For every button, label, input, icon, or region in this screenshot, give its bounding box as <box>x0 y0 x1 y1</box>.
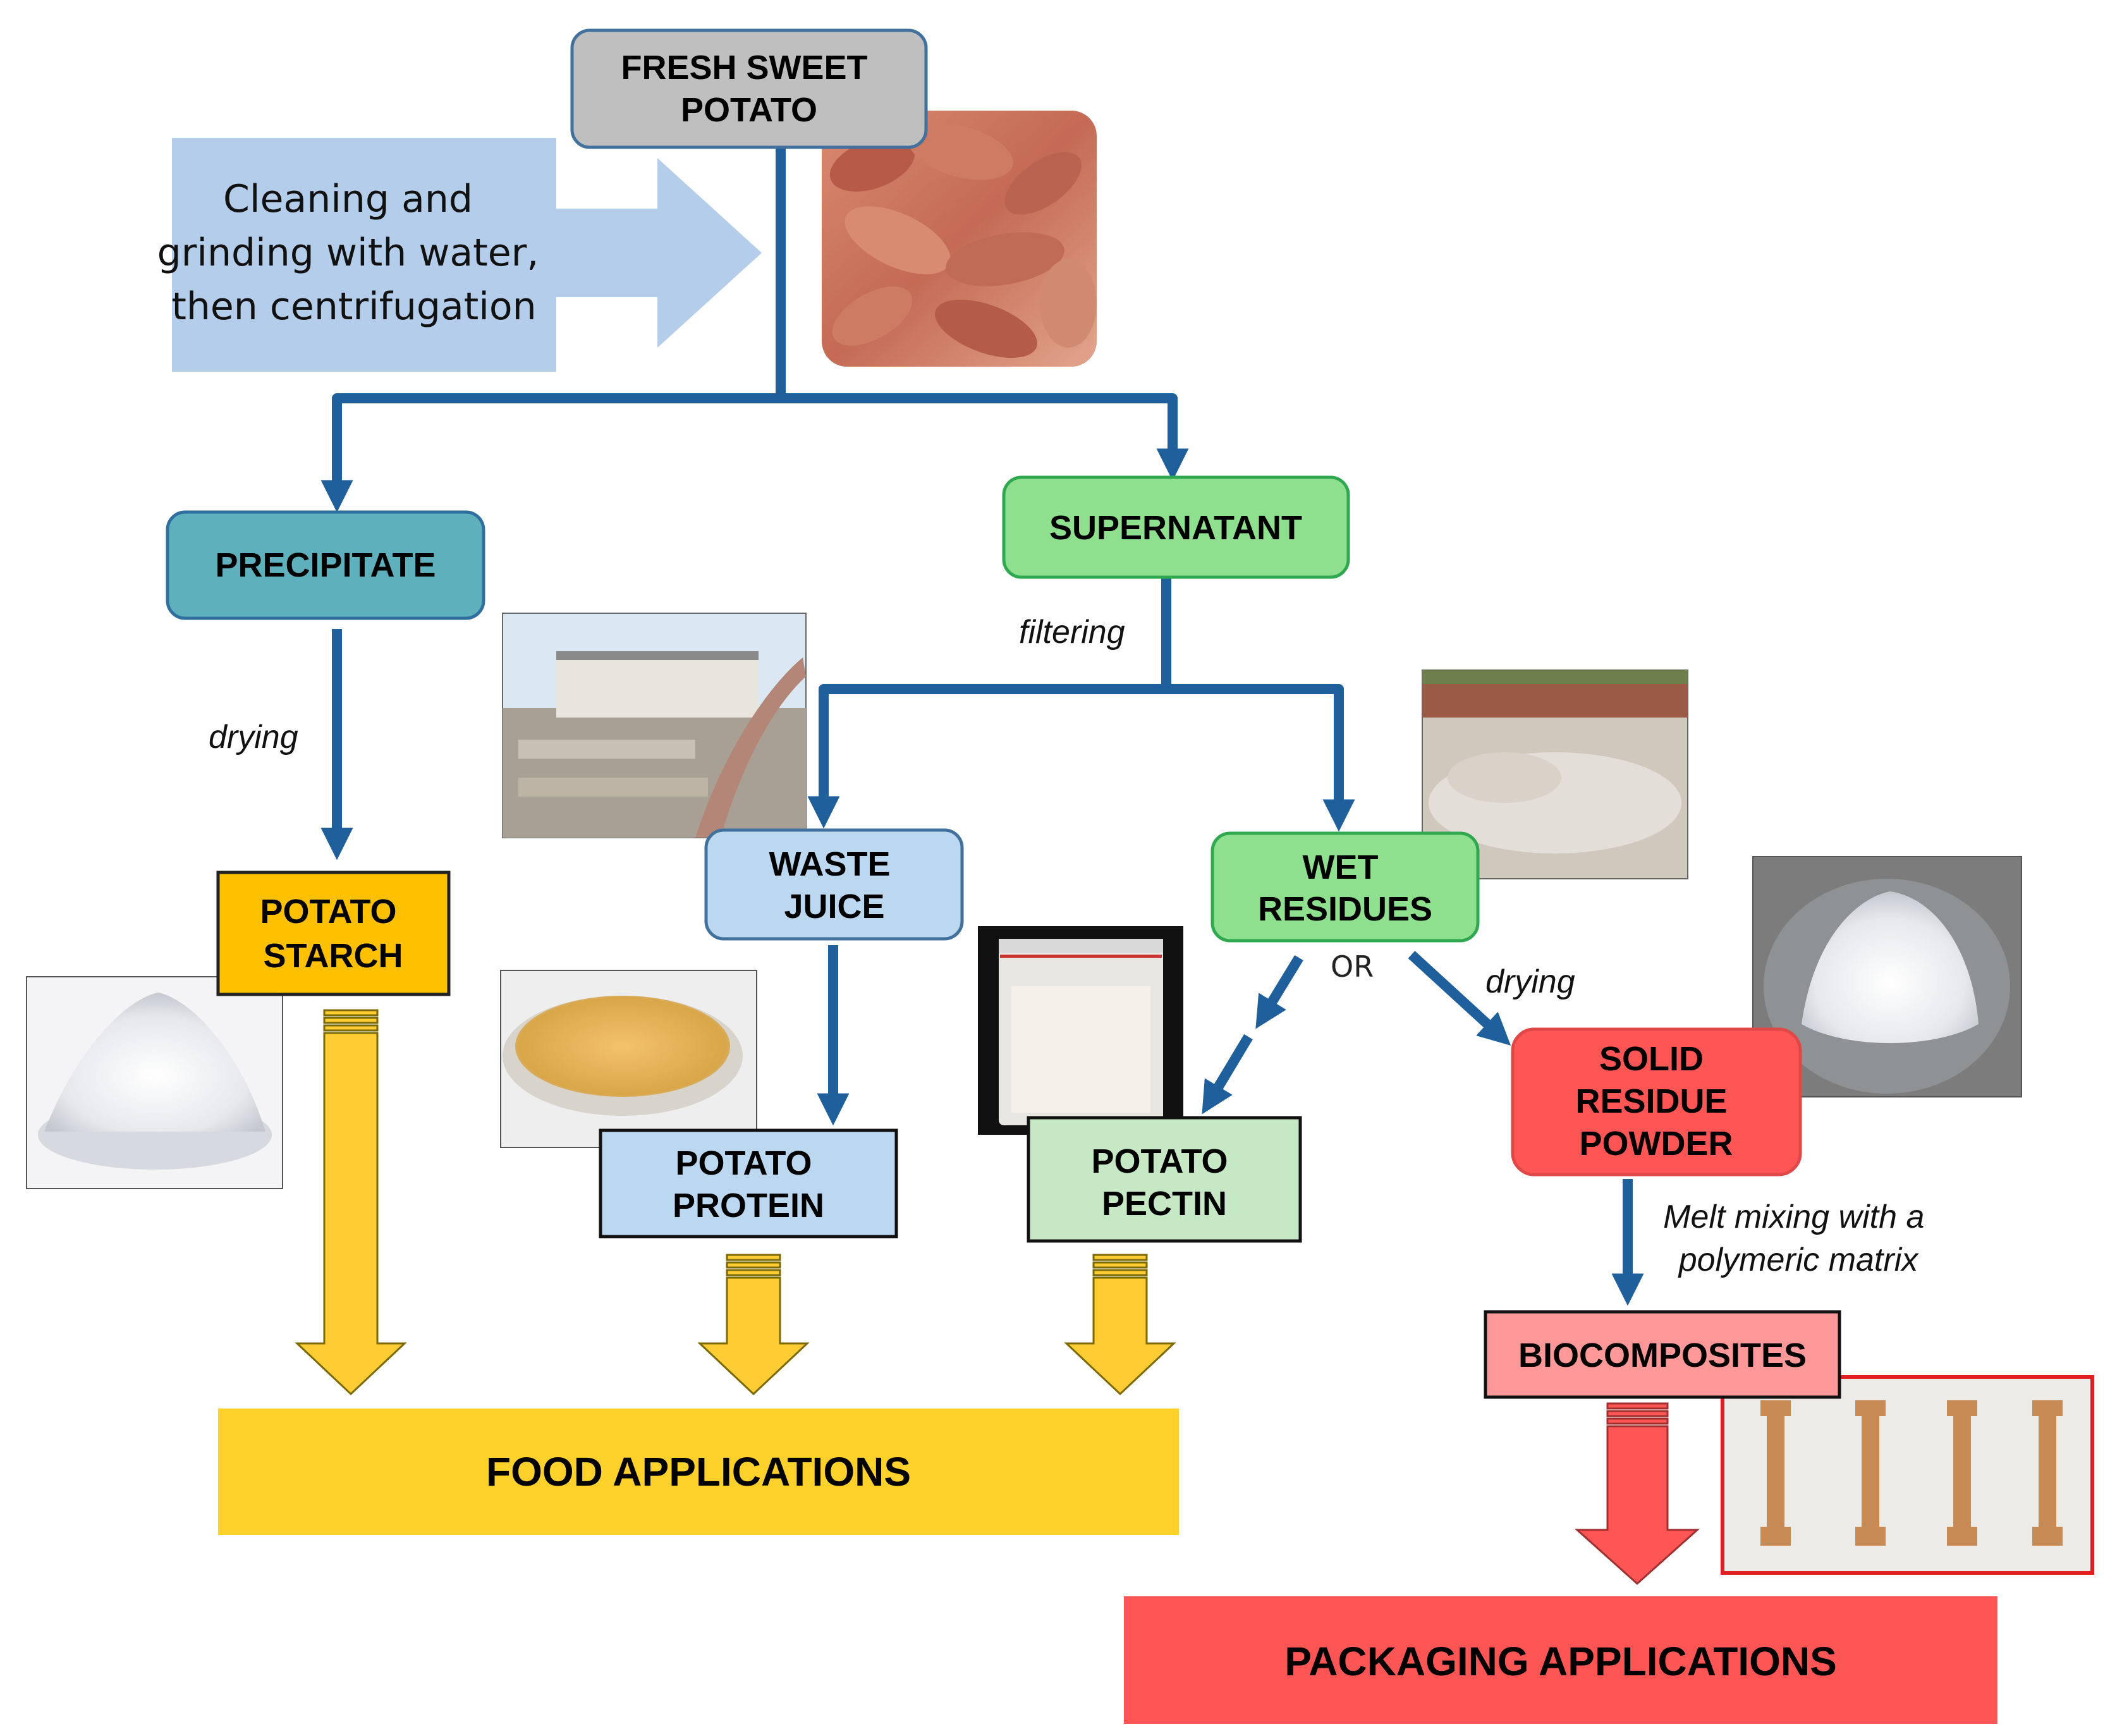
edge-label-filtering: filtering <box>1019 614 1125 651</box>
flow-connectors <box>320 149 1644 1306</box>
svg-text:WASTE JUICE: WASTE JUICE <box>769 845 899 926</box>
process-step-line-2: grinding with water, <box>157 231 539 275</box>
process-step-line-3: then centrifugation <box>171 284 536 329</box>
svg-text:FRESH SWEET POTATO: FRESH SWEET POTATO <box>621 49 877 129</box>
banner-packaging-applications: PACKAGING APPLICATIONS <box>1124 1596 1997 1724</box>
svg-text:POTATO PROTEIN: POTATO PROTEIN <box>673 1144 824 1225</box>
node-solid-residue-powder: SOLID RESIDUE POWDER <box>1511 1027 1802 1177</box>
node-precipitate: PRECIPITATE <box>166 510 485 620</box>
node-potato-protein: POTATO PROTEIN <box>599 1128 898 1238</box>
svg-text:PACKAGING APPLICATIONS: PACKAGING APPLICATIONS <box>1284 1639 1837 1684</box>
connector-residues-to-pectin-1 <box>1255 955 1303 1029</box>
node-wet-residues: WET RESIDUES <box>1211 831 1480 943</box>
edge-label-drying-right: drying <box>1485 963 1575 1000</box>
node-potato-pectin: POTATO PECTIN <box>1027 1116 1302 1243</box>
pectin-bag-photo <box>978 926 1183 1135</box>
biocomposite-specimens-photo <box>1721 1375 2094 1575</box>
arrow-biocomposites-to-packaging <box>1575 1402 1700 1586</box>
arrow-starch-to-food <box>295 1009 407 1396</box>
process-step-line-1: Cleaning and <box>223 177 473 221</box>
connector-to-wet-residues <box>1166 684 1355 832</box>
svg-text:Cleaning and grinding wi: Cleaning and grinding with water, then c… <box>157 177 551 329</box>
svg-text:SUPERNATANT: SUPERNATANT <box>1049 509 1302 547</box>
connector-residues-to-pectin-2 <box>1202 1034 1253 1115</box>
svg-text:POTATO PECTIN: POTATO PECTIN <box>1091 1142 1237 1223</box>
node-potato-starch: POTATO STARCH <box>216 871 451 996</box>
svg-text:WET RESIDUES: WET RESIDUES <box>1258 848 1432 928</box>
node-fresh-sweet-potato: FRESH SWEET POTATO <box>570 28 928 149</box>
connector-to-precipitate <box>320 393 781 513</box>
protein-powder-photo <box>500 970 757 1148</box>
factory-discharge-photo <box>502 613 807 838</box>
arrow-pectin-to-food <box>1064 1254 1176 1396</box>
banner-food-applications: FOOD APPLICATIONS <box>218 1409 1179 1535</box>
residue-powder-photo <box>1752 856 2022 1097</box>
wet-residue-pile-photo <box>1422 669 1688 879</box>
arrow-protein-to-food <box>697 1254 810 1396</box>
connector-to-waste-juice <box>807 684 1166 829</box>
edge-label-or: OR <box>1331 950 1374 984</box>
process-step-arrow: Cleaning and grinding with water, then c… <box>157 138 762 372</box>
starch-powder-photo <box>26 976 283 1189</box>
connector-residues-to-powder <box>1408 951 1511 1046</box>
svg-text:BIOCOMPOSITES: BIOCOMPOSITES <box>1518 1336 1807 1374</box>
node-biocomposites: BIOCOMPOSITES <box>1484 1310 1841 1399</box>
edge-label-melt-mixing: Melt mixing with a polymeric matrix <box>1663 1199 1934 1278</box>
svg-text:PRECIPITATE: PRECIPITATE <box>215 546 436 584</box>
svg-text:POTATO STARCH: POTATO STARCH <box>260 893 406 975</box>
sweet-potato-photo <box>822 111 1097 367</box>
node-waste-juice: WASTE JUICE <box>704 828 964 941</box>
svg-text:FOOD APPLICATIONS: FOOD APPLICATIONS <box>486 1449 911 1495</box>
connector-to-supernatant <box>781 393 1189 481</box>
svg-text:SOLID RESIDUE POWD: SOLID RESIDUE POWDER <box>1575 1040 1736 1163</box>
edge-label-drying-left: drying <box>209 719 298 755</box>
node-supernatant: SUPERNATANT <box>1002 475 1350 579</box>
